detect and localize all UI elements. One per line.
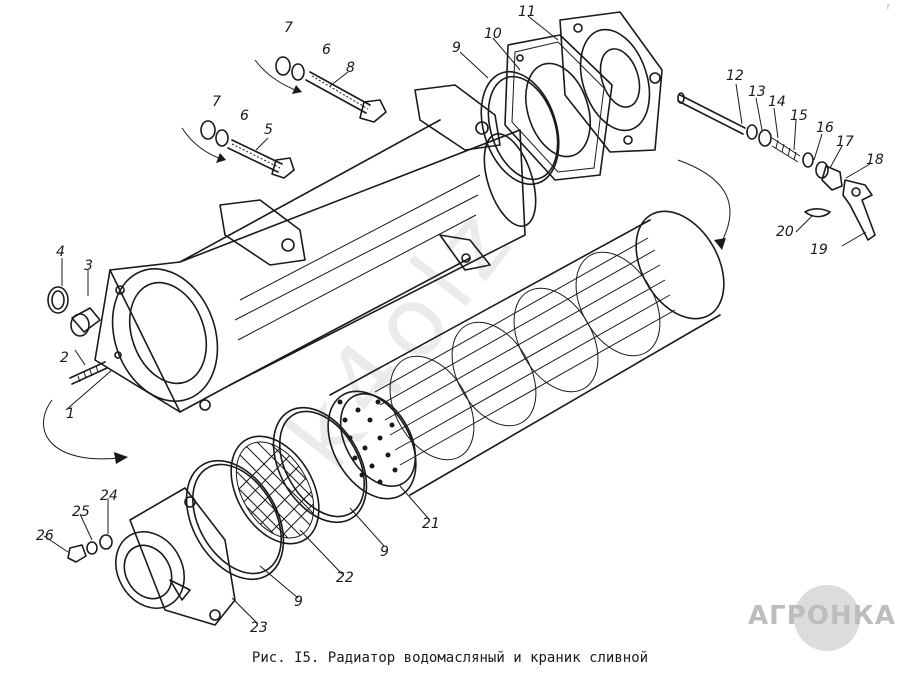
callout-22: 22: [336, 570, 354, 586]
callout-2: 2: [60, 350, 69, 366]
gasket-and-screen: [185, 406, 368, 581]
callout-26: 26: [36, 528, 54, 544]
callout-13: 13: [748, 84, 766, 100]
callout-1: 1: [66, 406, 75, 422]
callout-11: 11: [518, 4, 536, 20]
callout-25: 25: [72, 504, 90, 520]
drain-cock: [677, 92, 876, 241]
callout-20: 20: [776, 224, 794, 240]
logo-text: АГРОНКА: [748, 601, 896, 631]
callout-8: 8: [346, 60, 355, 76]
callout-6b: 6: [240, 108, 249, 124]
figure-caption: Рис. I5. Радиатор водомасляный и краник …: [251, 650, 649, 666]
nut-washers: [67, 534, 113, 563]
callout-9c: 9: [294, 594, 303, 610]
rings-3-4: [47, 286, 101, 337]
callout-4: 4: [56, 244, 65, 260]
agronka-logo: АГРОНКА: [748, 585, 896, 651]
callout-18: 18: [866, 152, 884, 168]
left-cover: [115, 487, 236, 626]
stud-2: [69, 361, 108, 385]
bolt-8: [254, 56, 387, 123]
callout-7b: 7: [212, 94, 221, 110]
callout-24: 24: [100, 488, 118, 504]
callout-6: 6: [322, 42, 331, 58]
right-cover-assembly: [480, 11, 663, 186]
tube-core: [327, 159, 731, 500]
flow-arrow-head: [114, 452, 128, 464]
callout-21: 21: [422, 516, 440, 532]
callout-16: 16: [816, 120, 834, 136]
callout-15: 15: [790, 108, 808, 124]
logo-circle: [794, 585, 860, 651]
callout-7: 7: [284, 20, 293, 36]
corner-mark: r: [886, 2, 890, 11]
flow-arrow: [43, 399, 121, 460]
radiator-housing: [94, 84, 537, 413]
callout-23: 23: [250, 620, 268, 636]
callout-19: 19: [810, 242, 828, 258]
callout-5: 5: [264, 122, 273, 138]
callout-9b: 9: [380, 544, 389, 560]
callout-3: 3: [84, 258, 93, 274]
leader-lines: [43, 15, 871, 625]
callout-17: 17: [836, 134, 854, 150]
callout-12: 12: [726, 68, 744, 84]
callout-9: 9: [452, 40, 461, 56]
callouts: 1 2 3 4 5 6 7 8 9 10 11 12 13 14 15 16 1…: [36, 4, 884, 636]
callout-14: 14: [768, 94, 786, 110]
bolt-5: [181, 120, 295, 179]
callout-10: 10: [484, 26, 502, 42]
